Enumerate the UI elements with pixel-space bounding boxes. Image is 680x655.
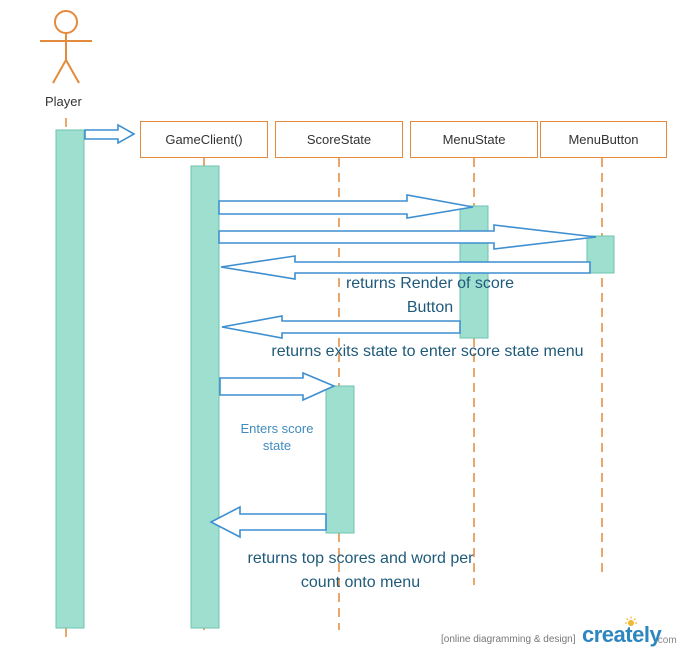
gameclient-activation: [190, 165, 220, 629]
enters-score-label-line1: Enters score: [240, 421, 314, 436]
arrow-gameclient-to-menustate: [218, 194, 474, 219]
arrow-menustate-return: [221, 315, 461, 339]
footer-note: [online diagramming & design]: [441, 634, 576, 645]
render-return-label-line1: returns Render of score: [345, 275, 515, 292]
lifeline-head-menubutton[interactable]: MenuButton: [540, 121, 667, 158]
creately-logo-suffix: .com: [655, 635, 677, 646]
arrow-player-to-gameclient: [84, 123, 136, 145]
enters-score-label-line2: state: [262, 438, 292, 453]
arrow-scorestate-return: [209, 505, 327, 539]
lifeline-head-menustate[interactable]: MenuState: [410, 121, 538, 158]
player-actor-icon: [40, 10, 92, 84]
player-label: Player: [45, 94, 82, 109]
creately-logo-text: creately: [582, 622, 662, 647]
menubutton-activation: [586, 235, 615, 274]
exit-return-label: returns exits state to enter score state…: [271, 343, 584, 360]
lifeline-head-scorestate[interactable]: ScoreState: [275, 121, 403, 158]
render-return-label-line2: Button: [406, 299, 454, 316]
arrow-gameclient-to-scorestate: [219, 371, 337, 402]
scores-return-label-line1: returns top scores and word per: [247, 550, 474, 567]
player-activation: [55, 129, 85, 629]
scores-return-label-line2: count onto menu: [300, 574, 421, 591]
lifeline-head-gameclient[interactable]: GameClient(): [140, 121, 268, 158]
scorestate-activation: [325, 385, 355, 534]
lightbulb-icon: [625, 616, 637, 626]
arrow-gameclient-to-menubutton: [218, 224, 597, 250]
arrow-menubutton-return: [220, 255, 591, 280]
